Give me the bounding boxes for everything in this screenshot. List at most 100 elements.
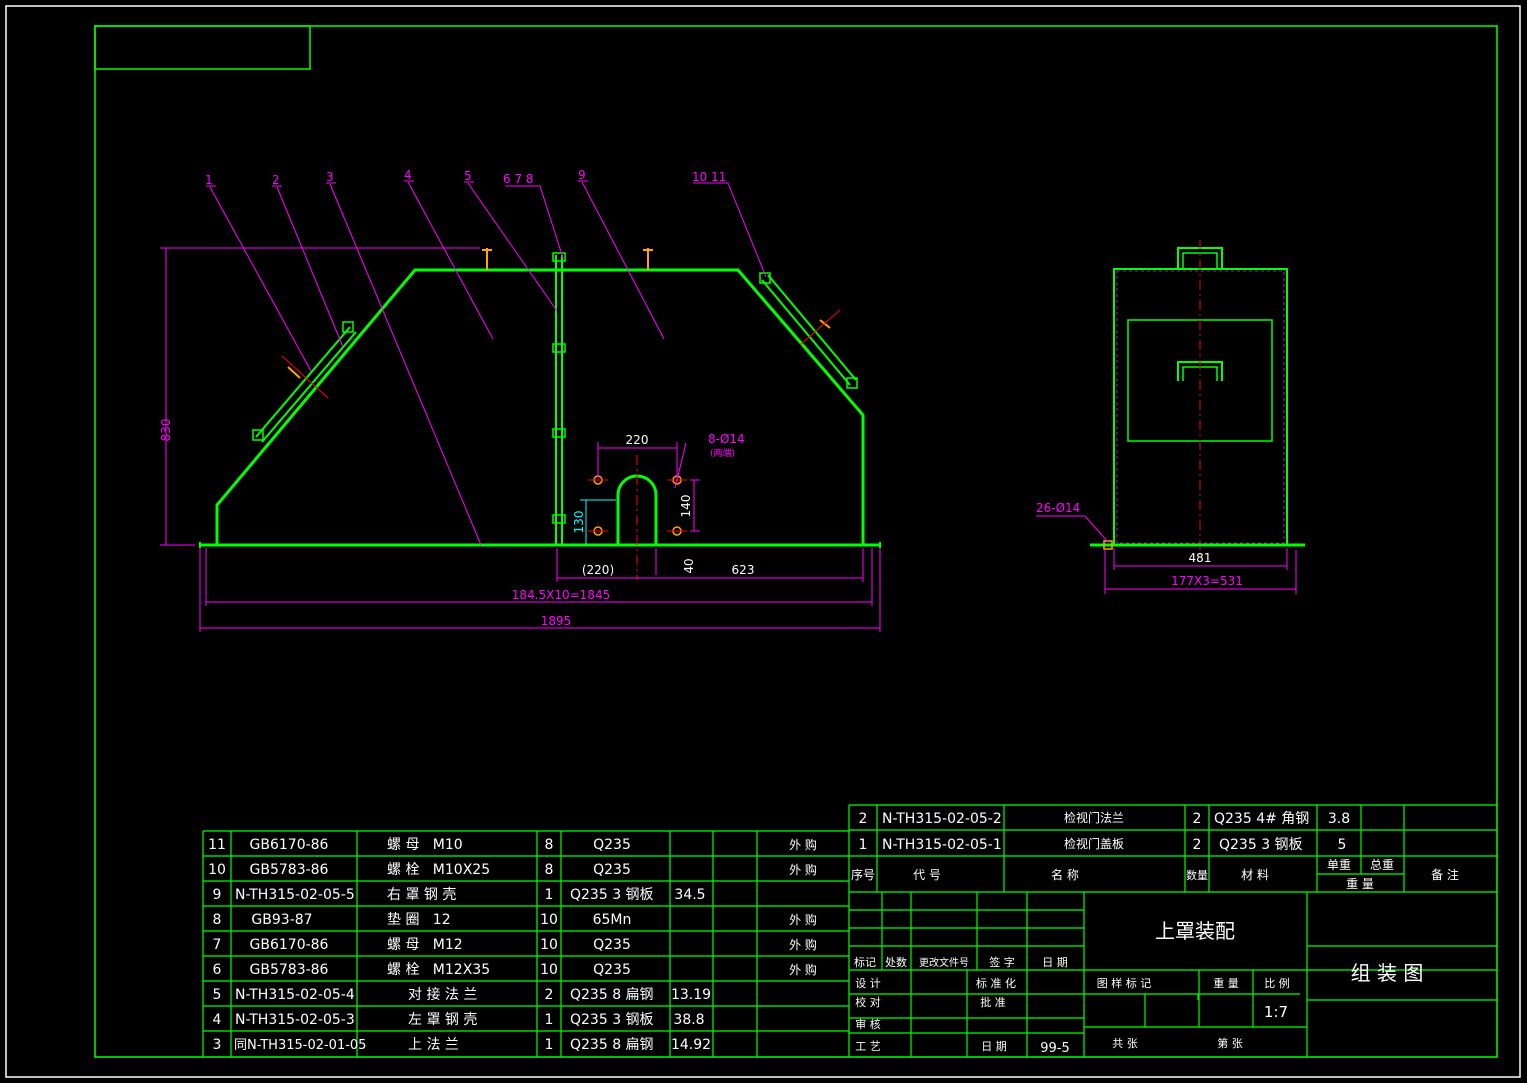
balloon-6-7-8: 6 7 8 <box>503 172 534 186</box>
hdr-name: 名 称 <box>1051 867 1079 882</box>
bom3-weight: 14.92 <box>671 1037 711 1053</box>
drawing-type: 组 装 图 <box>1351 961 1424 985</box>
dim-40: 40 <box>682 558 696 573</box>
bom11-qty: 8 <box>545 837 554 853</box>
dim-side-holes: 26-Ø14 <box>1036 501 1080 515</box>
bom5-code: N-TH315-02-05-4 <box>235 987 355 1003</box>
bom1-code: N-TH315-02-05-2 <box>882 811 1002 827</box>
bom4-code: N-TH315-02-05-3 <box>235 1012 355 1028</box>
front-view <box>160 180 881 632</box>
bom3-material: Q235 8 扁钢 <box>570 1037 654 1053</box>
dim-overall: 1895 <box>541 614 572 628</box>
bom5-weight: 13.19 <box>671 987 711 1003</box>
bom6-name: 螺 栓 M12X35 <box>387 962 490 978</box>
bom2-code: N-TH315-02-05-1 <box>882 837 1002 853</box>
balloon-3: 3 <box>326 170 334 184</box>
left-inspection-door <box>252 321 357 443</box>
bom2-qty: 2 <box>1193 837 1202 853</box>
title-block-grid <box>848 892 1497 1057</box>
bom1-seq: 2 <box>859 811 868 827</box>
leader-lines <box>206 180 767 546</box>
bom9-seq: 9 <box>213 887 222 903</box>
bom8-qty: 10 <box>540 912 558 928</box>
tb-total-sheets: 共 张 <box>1112 1037 1138 1050</box>
bom3-qty: 1 <box>545 1037 554 1053</box>
bom1-qty: 2 <box>1193 811 1202 827</box>
dim-side-width: 481 <box>1189 551 1212 565</box>
dim-holes-note: (两端) <box>710 447 735 459</box>
bom5-name: 对 接 法 兰 <box>408 986 477 1003</box>
bom6-qty: 10 <box>540 962 558 978</box>
bom9-name: 右 罩 钢 壳 <box>387 886 456 903</box>
tb-sign: 签 字 <box>989 955 1015 969</box>
dim-130: 130 <box>572 511 586 534</box>
balloon-1: 1 <box>205 173 213 187</box>
bom1-weight: 3.8 <box>1328 811 1350 827</box>
hdr-total-weight: 总重 <box>1370 858 1394 872</box>
inner-frame <box>94 25 1498 1058</box>
bom11-seq: 11 <box>208 837 226 853</box>
bom4-qty: 1 <box>545 1012 554 1028</box>
bom10-material: Q235 <box>593 862 631 878</box>
dim-height: 830 <box>159 419 173 442</box>
bom10-code: GB5783-86 <box>250 862 329 878</box>
bom8-seq: 8 <box>213 912 222 928</box>
dim-slot-width: 220 <box>626 433 649 447</box>
corner-label-box <box>94 25 311 70</box>
bom-left-grid <box>202 830 849 1057</box>
hdr-code: 代 号 <box>913 868 941 882</box>
bom11-code: GB6170-86 <box>250 837 329 853</box>
bom7-name: 螺 母 M12 <box>387 937 463 953</box>
tb-count: 处数 <box>885 956 907 969</box>
bom2-weight: 5 <box>1338 837 1347 853</box>
bom6-remarks: 外 购 <box>789 962 817 977</box>
bom9-qty: 1 <box>545 887 554 903</box>
bom4-weight: 38.8 <box>673 1012 704 1028</box>
bom6-code: GB5783-86 <box>250 962 329 978</box>
dim-140: 140 <box>679 495 693 518</box>
bom3-seq: 3 <box>213 1037 222 1053</box>
bom5-qty: 2 <box>545 987 554 1003</box>
side-view <box>1036 240 1305 594</box>
bom10-qty: 8 <box>545 862 554 878</box>
hdr-unit-weight: 单重 <box>1327 858 1351 872</box>
bom9-material: Q235 3 钢板 <box>570 887 654 903</box>
hdr-remarks: 备 注 <box>1431 867 1459 882</box>
tb-sheet-no: 第 张 <box>1217 1036 1243 1050</box>
bom4-material: Q235 3 钢板 <box>570 1012 654 1028</box>
bom9-weight: 34.5 <box>674 887 705 903</box>
right-inspection-door <box>759 272 858 389</box>
balloon-5: 5 <box>464 169 472 183</box>
bom6-seq: 6 <box>213 962 222 978</box>
dim-pitch: 184.5X10=1845 <box>512 588 610 602</box>
tb-check: 校 对 <box>855 995 881 1009</box>
bom7-code: GB6170-86 <box>250 937 329 953</box>
bom8-name: 垫 圈 12 <box>387 912 451 928</box>
tb-date: 日 期 <box>1042 956 1068 969</box>
bom10-remarks: 外 购 <box>789 862 817 877</box>
bom3-name: 上 法 兰 <box>408 1037 459 1053</box>
dim-side-pitch: 177X3=531 <box>1171 574 1243 588</box>
bom1-material: Q235 4# 角钢 <box>1214 811 1309 827</box>
assembly-name: 上罩装配 <box>1155 919 1235 943</box>
balloon-10-11: 10 11 <box>692 170 726 184</box>
bom11-name: 螺 母 M10 <box>387 837 463 853</box>
hdr-material: 材 料 <box>1241 868 1269 882</box>
bom2-seq: 1 <box>859 837 868 853</box>
bom5-seq: 5 <box>213 987 222 1003</box>
tb-approve: 批 准 <box>980 995 1006 1009</box>
bom-top-grid <box>848 804 1497 893</box>
bom2-material: Q235 3 钢板 <box>1219 837 1303 853</box>
bom6-material: Q235 <box>593 962 631 978</box>
bom1-name: 检视门法兰 <box>1064 810 1124 825</box>
balloon-9: 9 <box>578 168 586 182</box>
bom10-name: 螺 栓 M10X25 <box>387 862 490 878</box>
bom4-name: 左 罩 钢 壳 <box>408 1011 477 1028</box>
tb-weight: 重 量 <box>1213 976 1239 990</box>
bom2-name: 检视门盖板 <box>1064 836 1124 851</box>
tb-design: 设 计 <box>855 977 881 990</box>
housing-outline <box>215 268 865 545</box>
tb-process: 工 艺 <box>855 1040 881 1053</box>
bom11-material: Q235 <box>593 837 631 853</box>
